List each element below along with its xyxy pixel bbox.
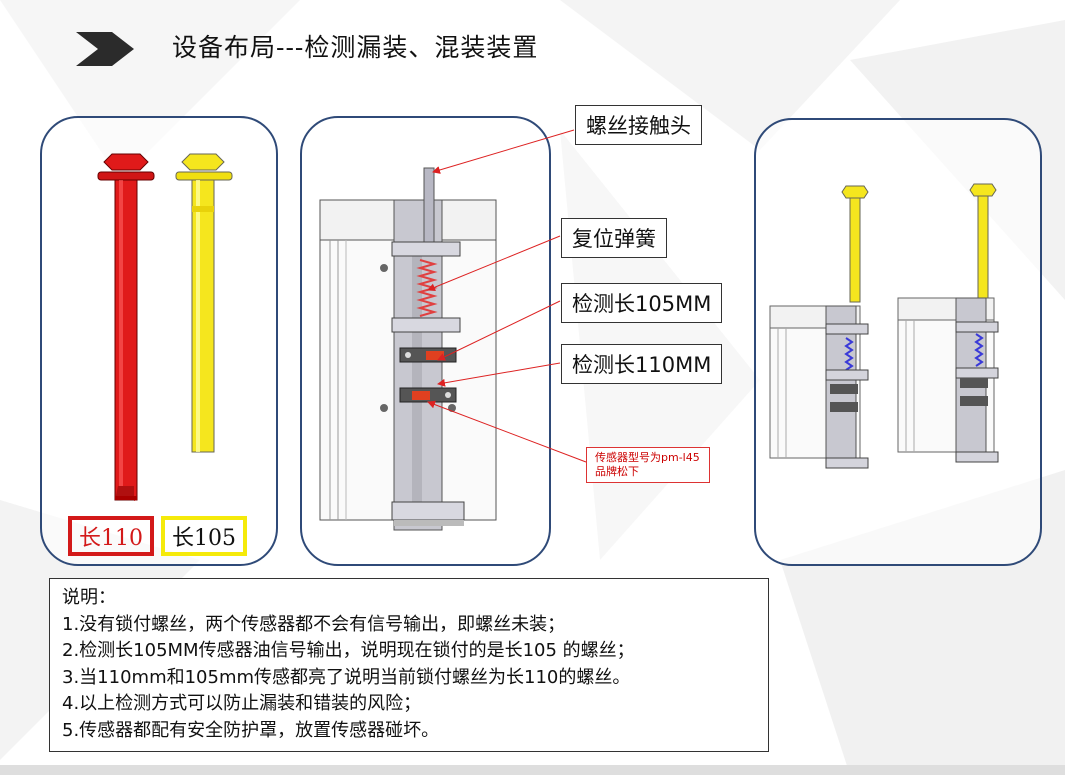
callout-detect-110: 检测长110MM xyxy=(561,344,723,384)
description-heading: 说明： xyxy=(62,587,116,608)
title-chevron-icon xyxy=(76,32,134,66)
bottom-bar xyxy=(0,765,1065,775)
callout-detect-105: 检测长105MM xyxy=(561,283,723,323)
red-screw-icon xyxy=(97,153,155,501)
description-item: 3.当110mm和105mm传感都亮了说明当前锁付螺丝为长110的螺丝。 xyxy=(62,666,631,688)
screws-illustration xyxy=(97,153,233,501)
description-item: 4.以上检测方式可以防止漏装和错装的风险； xyxy=(62,693,422,714)
detection-device-illustration xyxy=(319,167,497,531)
description-box: 说明： 1.没有锁付螺丝，两个传感器都不会有信号输出，即螺丝未装； 2.检测长1… xyxy=(49,578,769,752)
description-item: 5.传感器都配有安全防护罩，放置传感器碰坏。 xyxy=(62,719,440,741)
length-label-105: 长105 xyxy=(161,516,247,556)
screws-panel xyxy=(40,116,278,566)
callout-screw-contact: 螺丝接触头 xyxy=(575,105,702,145)
device-a-icon xyxy=(769,185,869,469)
page-title: 设备布局---检测漏装、混装装置 xyxy=(172,33,539,62)
length-label-110: 长110 xyxy=(68,516,154,556)
description-item: 1.没有锁付螺丝，两个传感器都不会有信号输出，即螺丝未装； xyxy=(62,613,566,635)
description-item: 2.检测长105MM传感器油信号输出，说明现在锁付的是长105 的螺丝； xyxy=(62,640,635,661)
yellow-screw-icon xyxy=(175,153,233,453)
sensor-model-note: 传感器型号为pm-l45 品牌松下 xyxy=(586,447,710,483)
assembly-illustration xyxy=(769,183,999,469)
device-b-icon xyxy=(897,183,999,463)
callout-reset-spring: 复位弹簧 xyxy=(561,218,667,258)
